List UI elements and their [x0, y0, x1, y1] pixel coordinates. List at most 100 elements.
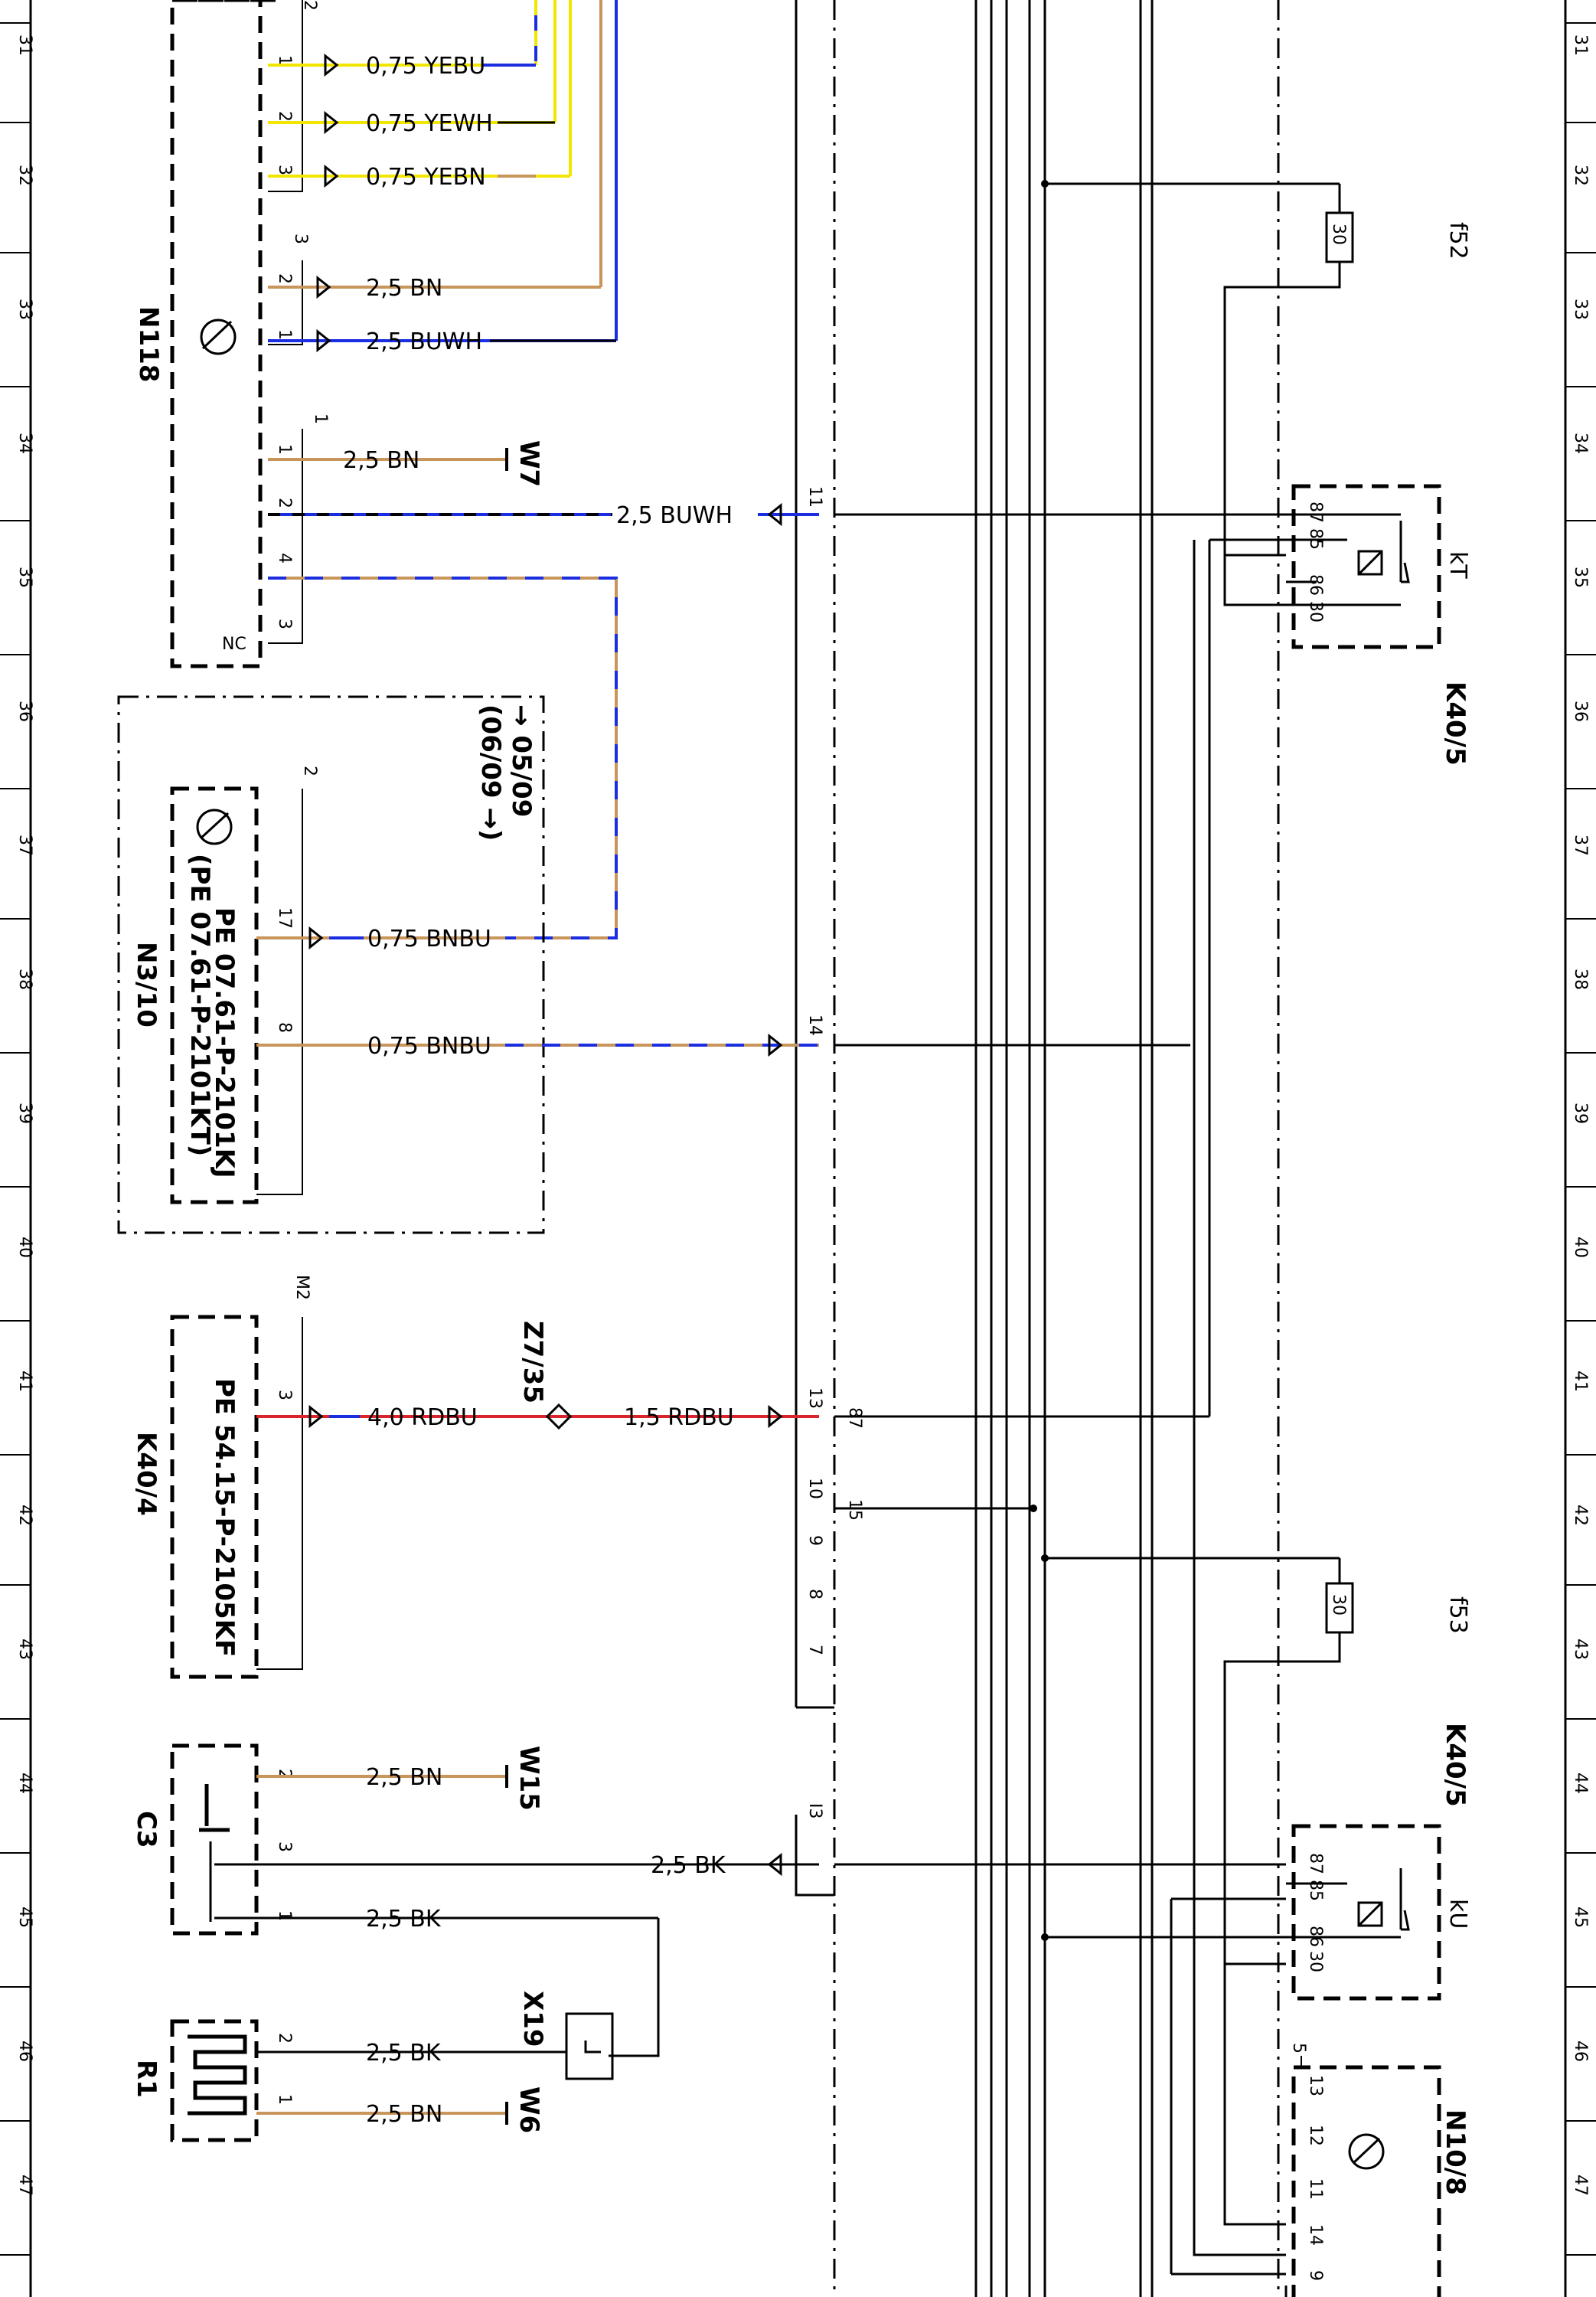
ruler-label: 34 — [1571, 433, 1590, 454]
relay-kU[interactable]: 87 85 86 30 kU K40/5 — [1041, 1723, 1471, 2274]
pin-label: 12 — [1306, 2125, 1325, 2146]
date-range-after: (06/09 →) — [475, 704, 506, 841]
ruler-label: 44 — [1571, 1773, 1590, 1794]
pin-label: M2 — [292, 1275, 312, 1300]
k40-4-module[interactable]: K40/4 PE 54.15-P-2105KF M2 3 — [131, 1275, 312, 1679]
ruler-label: 40 — [15, 1237, 34, 1258]
pin-label: 30 — [1306, 1951, 1325, 1972]
pin-label: 15 — [845, 1499, 864, 1521]
nc-label: NC — [222, 635, 246, 654]
ruler-label: 33 — [1571, 299, 1590, 320]
pin-label: 1 — [311, 413, 330, 424]
r1-wire-bk: 2,5 BK — [256, 2040, 566, 2067]
relay-kT[interactable]: 87 85 86 30 kT K40/5 — [1193, 484, 1471, 1585]
pin-label: 30 — [1306, 601, 1325, 622]
n10-8-module[interactable]: N10/8 5 13 12 11 14 9 — [1171, 1585, 1470, 2297]
ruler-label: 46 — [15, 2041, 34, 2062]
r1-heater[interactable]: R1 2 1 — [131, 2019, 294, 2142]
ruler-label: 35 — [1571, 567, 1590, 588]
ruler-label: 39 — [15, 1103, 34, 1124]
ruler-label: 44 — [15, 1773, 34, 1794]
pin-label: 14 — [805, 1015, 824, 1036]
pin-label: 7 — [805, 1645, 824, 1655]
pin-label: 8 — [275, 1022, 294, 1033]
wire-label: 2,5 BN — [366, 275, 442, 302]
pin-label: 13 — [805, 1387, 824, 1409]
pin-label: 11 — [1306, 2178, 1325, 2200]
n118-wire-w7: 2,5 BN W7 — [268, 440, 544, 487]
ruler-label: 46 — [1571, 2041, 1590, 2062]
k40-5-label-top: K40/5 — [1440, 681, 1470, 766]
x19-connector[interactable]: X19 — [517, 1991, 614, 2080]
z7-35-splice-icon — [545, 1403, 573, 1430]
n10-8-label: N10/8 — [1440, 2109, 1470, 2195]
pin-label: 3 — [275, 165, 294, 175]
pin-label: 5 — [1289, 2043, 1308, 2054]
ruler-label: 47 — [1571, 2174, 1590, 2196]
pin-label: 85 — [1306, 1880, 1325, 1901]
ruler-label: 37 — [15, 835, 34, 856]
c3-outline — [170, 1743, 259, 1936]
fuse-rating: 30 — [1329, 1594, 1348, 1616]
bus-lines — [795, 0, 1280, 2297]
wire-label: 2,5 BK — [366, 2040, 442, 2067]
wire-label: 0,75 YEBU — [366, 53, 485, 80]
fuse-f52[interactable]: 30 f52 — [1041, 180, 1471, 606]
n3-10-outer-outline — [117, 695, 545, 1234]
ruler-label: 37 — [1571, 835, 1590, 856]
pin-label: 2 — [275, 111, 294, 122]
n118-symbol-icon — [200, 319, 237, 355]
ruler-label: 40 — [1571, 1237, 1590, 1258]
wire-label: 2,5 BUWH — [616, 502, 733, 529]
n118-module[interactable]: N118 NC — [133, 0, 303, 668]
c3-label: C3 — [131, 1811, 162, 1848]
ruler-right: 31 32 33 34 35 36 37 38 39 40 41 42 43 4… — [1564, 0, 1596, 2297]
wire-label: 2,5 BK — [651, 1852, 726, 1879]
top-harness — [534, 0, 618, 341]
pin-label: 4 — [275, 553, 294, 564]
pin-label: I3 — [805, 1803, 824, 1819]
wire-label: 4,0 RDBU — [367, 1404, 478, 1431]
pin-label: 11 — [805, 486, 824, 508]
w6-ground-label: W6 — [514, 2086, 544, 2133]
wire-label: 2,5 BN — [343, 447, 419, 474]
ruler-label: 36 — [15, 701, 34, 722]
r1-label: R1 — [131, 2060, 162, 2098]
c3-wire-bk-x19: 2,5 BK — [214, 1906, 660, 2057]
f53-label: f53 — [1444, 1596, 1471, 1634]
ruler-label: 43 — [15, 1639, 34, 1660]
ruler-label: 43 — [1571, 1639, 1590, 1660]
n3-10-outline — [170, 786, 259, 1204]
kT-label: kT — [1444, 551, 1471, 579]
ruler-label: 38 — [1571, 969, 1590, 990]
n118-wire-yewh: 0,75 YEWH — [268, 110, 555, 137]
n118-wire-buwh-11: 2,5 BUWH 11 — [268, 486, 1286, 529]
pin-label: 86 — [1306, 574, 1325, 596]
pin-label: 8 — [805, 1589, 824, 1599]
w15-ground-label: W15 — [514, 1746, 544, 1811]
pin-label: 9 — [1306, 2270, 1325, 2281]
pin-label: 9 — [805, 1535, 824, 1546]
c3-capacitor[interactable]: C3 2 3 1 — [131, 1743, 294, 1936]
pin-label: 3 — [275, 1390, 294, 1400]
pin-label: 1 — [275, 55, 294, 66]
ruler-label: 38 — [15, 969, 34, 990]
pin-label: 2 — [275, 498, 294, 508]
n3-10-pe-alt: (PE 07.61-P-2101KT) — [184, 854, 215, 1156]
c3-wire-bn-w15: 2,5 BN W15 — [256, 1746, 544, 1811]
relay-kU-outline — [1291, 1824, 1441, 2001]
pin-label: 14 — [1306, 2224, 1325, 2246]
fuse-f53[interactable]: 30 f53 — [1041, 1554, 1471, 1965]
ruler-label: 45 — [15, 1907, 34, 1928]
pin-label: 85 — [1306, 528, 1325, 550]
relay-kT-outline — [1291, 484, 1441, 649]
n3-10-module[interactable]: N3/10 PE 07.61-P-2101KJ (PE 07.61-P-2101… — [117, 695, 545, 1234]
pin-label: 17 — [275, 907, 294, 929]
ruler-label: 36 — [1571, 701, 1590, 722]
pin-label: 10 — [805, 1478, 824, 1499]
r1-wire-bn-w6: 2,5 BN W6 — [256, 2086, 544, 2133]
pin-label: 2 — [275, 273, 294, 284]
pin-label: 3 — [291, 234, 310, 244]
wire-label: 0,75 YEWH — [366, 110, 493, 137]
n118-pins: 2 1 2 3 3 2 1 1 1 2 4 3 — [268, 0, 330, 644]
